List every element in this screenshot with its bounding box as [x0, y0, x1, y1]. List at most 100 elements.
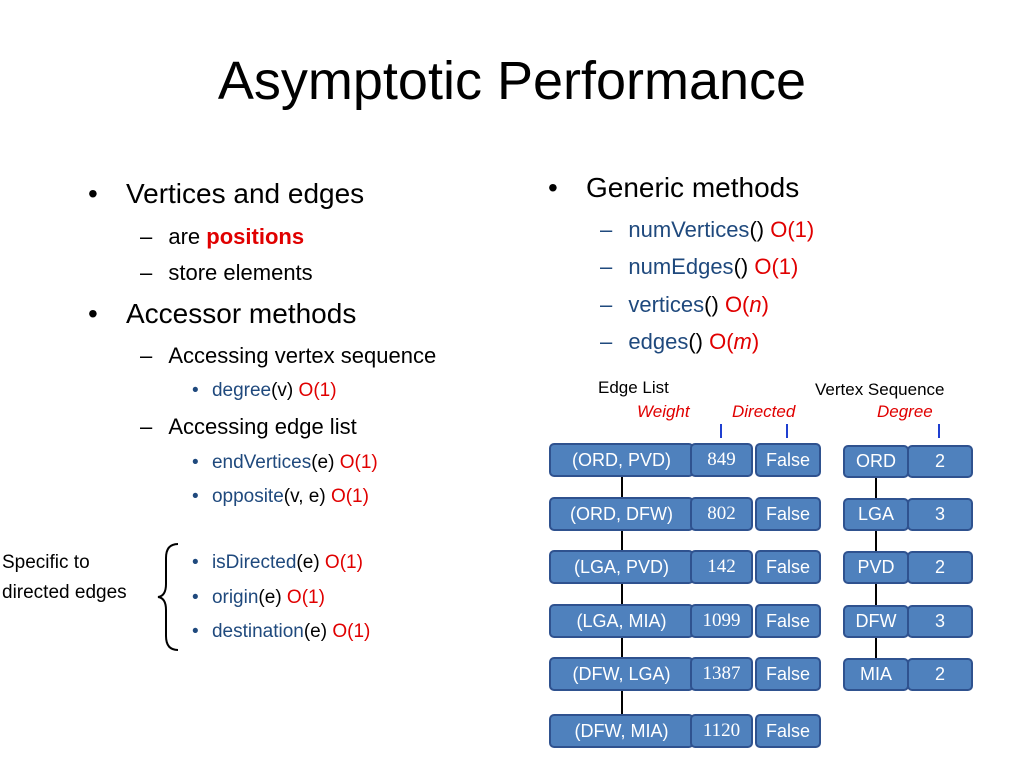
- method-args: (): [749, 217, 771, 242]
- vertex-sequence-label: Vertex Sequence: [815, 380, 945, 399]
- method-name: opposite: [211, 486, 284, 507]
- bullet-dot: •: [88, 178, 98, 209]
- dash: –: [600, 254, 613, 279]
- method-degree: • degree(v) O(1): [192, 380, 337, 402]
- vertex-name-cell: MIA: [843, 658, 909, 691]
- method-cost: O(1): [770, 217, 815, 242]
- method-name: degree: [211, 380, 272, 401]
- edge-weight-cell: 1387: [690, 657, 753, 691]
- vertex-name-cell: DFW: [843, 605, 909, 638]
- sub-edge-list: – Accessing edge list: [140, 414, 357, 440]
- method-args: (v, e): [283, 486, 331, 507]
- method-numedges: – numEdges() O(1): [600, 254, 798, 280]
- method-name: destination: [211, 621, 304, 642]
- edge-list-connector: [621, 474, 623, 716]
- bullet-text: Accessor methods: [126, 298, 357, 329]
- method-args: (v): [271, 380, 299, 401]
- method-args: (): [688, 329, 710, 354]
- method-cost-var: m: [733, 329, 752, 354]
- vertex-degree-cell: 3: [907, 498, 973, 531]
- side-note-line2: directed edges: [2, 582, 127, 603]
- edge-key-cell: (LGA, PVD): [549, 550, 694, 584]
- method-args: (): [733, 254, 755, 279]
- method-cost: O(1): [330, 486, 369, 507]
- degree-label: Degree: [877, 402, 933, 421]
- sub-vertex-sequence: – Accessing vertex sequence: [140, 343, 436, 369]
- degree-tick: [938, 424, 940, 438]
- dash: –: [600, 292, 613, 317]
- bullet-generic-methods: • Generic methods: [548, 172, 799, 204]
- weight-label: Weight: [637, 402, 690, 421]
- bullet-dot: •: [192, 486, 199, 507]
- dash: –: [600, 217, 613, 242]
- method-cost: O(1): [298, 380, 337, 401]
- vertex-degree-cell: 3: [907, 605, 973, 638]
- edge-key-cell: (DFW, LGA): [549, 657, 694, 691]
- method-args: (e): [296, 552, 325, 573]
- bullet-dot: •: [192, 380, 199, 401]
- bullet-dot: •: [192, 452, 199, 473]
- method-name: endVertices: [211, 452, 312, 473]
- method-cost: O(1): [286, 587, 325, 608]
- curly-brace-icon: [157, 543, 179, 651]
- vertex-degree-cell: 2: [907, 445, 973, 478]
- sub-text: Accessing edge list: [168, 414, 357, 439]
- bullet-vertices-edges: • Vertices and edges: [88, 178, 364, 210]
- sub-text: Accessing vertex sequence: [168, 343, 437, 368]
- dash: –: [140, 224, 153, 249]
- edge-weight-cell: 849: [690, 443, 753, 477]
- side-note-line1: Specific to: [2, 552, 90, 573]
- method-origin: • origin(e) O(1): [192, 587, 325, 609]
- bullet-text: Vertices and edges: [126, 178, 365, 209]
- method-name: numVertices: [628, 217, 750, 242]
- edge-key-cell: (ORD, PVD): [549, 443, 694, 477]
- edge-weight-cell: 142: [690, 550, 753, 584]
- edge-weight-cell: 1120: [690, 714, 753, 748]
- edge-directed-cell: False: [755, 714, 821, 748]
- edge-list-label: Edge List: [598, 378, 669, 397]
- method-vertices: – vertices() O(n): [600, 292, 769, 318]
- side-note: Specific to directed edges: [2, 548, 127, 608]
- method-args: (e): [303, 621, 333, 642]
- method-name: origin: [211, 587, 259, 608]
- edge-directed-cell: False: [755, 604, 821, 638]
- method-destination: • destination(e) O(1): [192, 621, 370, 643]
- bullet-dot: •: [192, 621, 199, 642]
- method-args: (e): [311, 452, 340, 473]
- method-name: vertices: [628, 292, 705, 317]
- vertex-name-cell: ORD: [843, 445, 909, 478]
- bullet-dot: •: [192, 552, 199, 573]
- dash: –: [600, 329, 613, 354]
- method-numvertices: – numVertices() O(1): [600, 217, 814, 243]
- method-cost: ): [761, 292, 769, 317]
- edge-weight-cell: 1099: [690, 604, 753, 638]
- edge-key-cell: (DFW, MIA): [549, 714, 694, 748]
- sub-store-elements: – store elements: [140, 260, 313, 286]
- sub-text: are: [168, 224, 207, 249]
- vertex-degree-cell: 2: [907, 551, 973, 584]
- edge-key-cell: (ORD, DFW): [549, 497, 694, 531]
- edge-directed-cell: False: [755, 497, 821, 531]
- method-cost: O(1): [339, 452, 378, 473]
- method-cost: O(: [709, 329, 734, 354]
- method-cost: O(1): [324, 552, 363, 573]
- method-name: numEdges: [628, 254, 734, 279]
- bullet-dot: •: [548, 172, 558, 203]
- method-endvertices: • endVertices(e) O(1): [192, 452, 378, 474]
- positions-keyword: positions: [206, 224, 305, 249]
- method-cost: ): [751, 329, 760, 354]
- method-cost: O(1): [754, 254, 799, 279]
- vertex-name-cell: PVD: [843, 551, 909, 584]
- bullet-dot: •: [88, 298, 98, 329]
- sub-text: store elements: [168, 260, 313, 285]
- edge-directed-cell: False: [755, 657, 821, 691]
- method-cost: O(1): [332, 621, 371, 642]
- method-cost-var: n: [749, 292, 762, 317]
- dash: –: [140, 414, 153, 439]
- bullet-dot: •: [192, 587, 199, 608]
- method-name: isDirected: [211, 552, 297, 573]
- method-opposite: • opposite(v, e) O(1): [192, 486, 369, 508]
- vertex-name-cell: LGA: [843, 498, 909, 531]
- weight-tick: [720, 424, 722, 438]
- edge-key-cell: (LGA, MIA): [549, 604, 694, 638]
